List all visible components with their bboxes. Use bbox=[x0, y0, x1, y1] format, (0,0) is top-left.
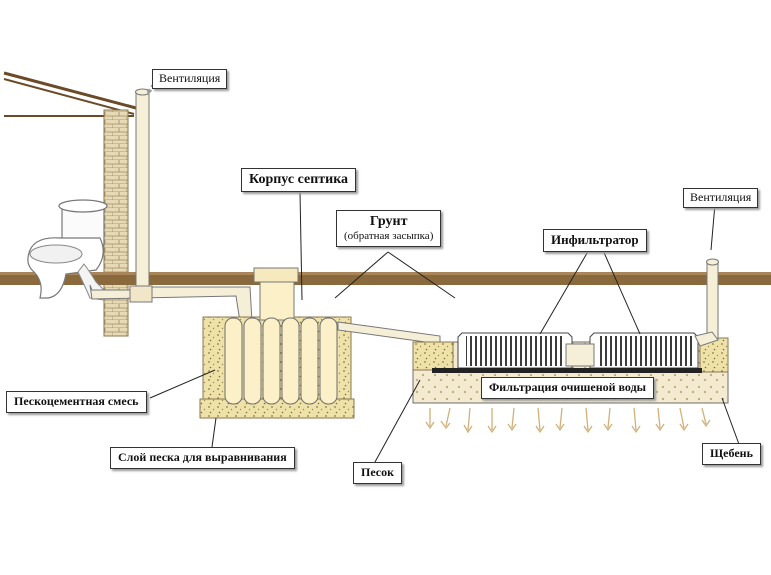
label-sand: Песок bbox=[353, 462, 403, 484]
label-ventilation-right: Вентиляция bbox=[683, 188, 759, 208]
drainage-line bbox=[432, 368, 702, 373]
vent-pipe-right bbox=[694, 258, 719, 347]
label-gravel: Щебень bbox=[702, 443, 761, 465]
label-filtration: Фильтрация очишеной воды bbox=[481, 377, 655, 399]
outlet-pipe bbox=[337, 321, 441, 345]
label-sand-cement: Пескоцементная смесь bbox=[6, 391, 147, 413]
inlet-pipe bbox=[89, 284, 253, 323]
label-ventilation-left: Вентиляция bbox=[152, 69, 228, 89]
septic-tank bbox=[224, 267, 338, 405]
toilet-icon bbox=[27, 199, 108, 301]
label-soil-backfill: Грунт (обратная засыпка) bbox=[336, 210, 442, 247]
vent-pipe-left bbox=[135, 91, 150, 291]
label-infiltrator: Инфильтратор bbox=[543, 229, 647, 252]
sand-bedding bbox=[412, 341, 454, 371]
ground-surface bbox=[0, 272, 771, 285]
infiltrator-units bbox=[457, 332, 699, 369]
label-septic-body: Корпус септика bbox=[241, 168, 357, 193]
drainage-arrows bbox=[425, 407, 711, 434]
brick-wall bbox=[103, 109, 129, 337]
label-soil-sub: (обратная засыпка) bbox=[344, 230, 434, 243]
label-sand-layer: Слой песка для выравнивания bbox=[110, 447, 295, 469]
label-soil-title: Грунт bbox=[369, 214, 408, 229]
